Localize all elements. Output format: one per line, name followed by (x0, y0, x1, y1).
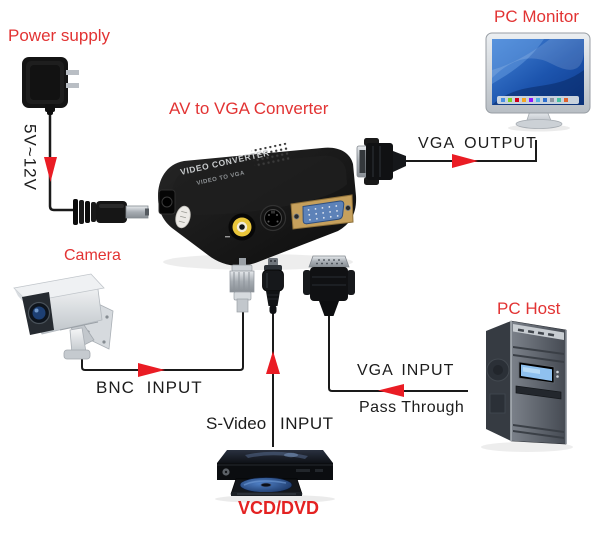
sticker (175, 205, 191, 229)
power-cable-line (48, 112, 76, 212)
bnc-input-arrow-icon (138, 363, 165, 377)
dc-plug-tip (125, 205, 149, 219)
av-converter-illustration: VIDEO CONVERTER VIDEO TO VGA (158, 142, 357, 270)
dvd-top (217, 450, 333, 463)
voltage-label: 5V~12V (20, 124, 40, 191)
flow-arrows (44, 154, 478, 397)
dock-icons (501, 98, 568, 102)
pc-monitor-label: PC Monitor (494, 7, 580, 26)
power-supply-label: Power supply (8, 26, 111, 45)
pass-through-arrow-icon (378, 384, 404, 397)
camera-illustration (13, 273, 114, 360)
bnc-connector-illustration (229, 258, 255, 313)
bnc-input-label: BNC INPUT (96, 378, 203, 397)
vga-output-label: VGA OUTPUT (418, 135, 538, 152)
diagram-title: AV to VGA Converter (169, 99, 329, 118)
vga-female-port (290, 194, 354, 230)
camera-label: Camera (64, 247, 121, 264)
pc-host-label: PC Host (497, 299, 561, 318)
pass-through-label: Pass Through (359, 399, 465, 416)
power-adapter-illustration (22, 57, 79, 115)
power-arrow-icon (44, 157, 57, 182)
vga-male-connector-illustration (303, 255, 355, 316)
vcd-dvd-label: VCD/DVD (238, 498, 320, 518)
dc-jack-port (158, 189, 176, 215)
pc-monitor-illustration (485, 32, 591, 132)
svideo-label: S-Video (206, 414, 267, 433)
dvd-front (217, 463, 333, 480)
vent-grid (251, 142, 291, 168)
dvd-player-illustration (215, 450, 335, 503)
svideo-plug-illustration (262, 258, 284, 314)
vga-output-connector-illustration (356, 138, 406, 185)
svideo-input-arrow-icon (266, 351, 280, 374)
plug-prong (66, 70, 79, 75)
vga-output-arrow-icon (452, 154, 478, 168)
svideo-input-label: INPUT (280, 414, 334, 433)
vga-output-line (406, 140, 537, 162)
pass-through-line (328, 312, 468, 392)
plug-prong (66, 83, 79, 88)
dc-plug-illustration (73, 199, 149, 225)
rca-video-port (225, 213, 256, 241)
tower-drive-slot (515, 385, 562, 400)
svideo-port (259, 204, 287, 232)
vga-input-label: VGA INPUT (357, 362, 455, 379)
pc-tower-illustration (481, 320, 573, 452)
